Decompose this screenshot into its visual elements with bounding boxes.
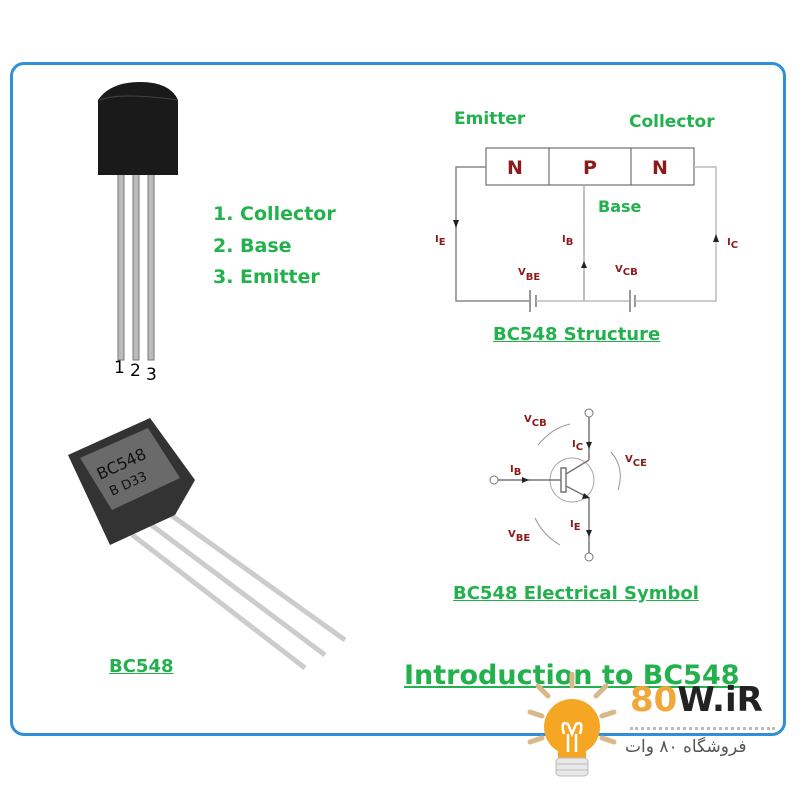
collector-label: Collector bbox=[629, 112, 715, 132]
region-n-collector: N bbox=[652, 157, 668, 179]
svg-text:VBE: VBE bbox=[508, 529, 530, 544]
sym-vbe-sub: BE bbox=[516, 533, 531, 544]
vbe-label: V bbox=[518, 267, 526, 278]
ib-sub: B bbox=[566, 237, 574, 248]
pin-label-collector: 1. Collector bbox=[213, 203, 336, 225]
svg-text:IB: IB bbox=[510, 464, 521, 478]
pin-label-base: 2. Base bbox=[213, 235, 292, 257]
svg-text:VCB: VCB bbox=[524, 414, 547, 429]
ic-sub: C bbox=[731, 240, 738, 251]
content-frame bbox=[10, 62, 786, 736]
sym-vce-sub: CE bbox=[633, 458, 647, 469]
svg-text:IE: IE bbox=[570, 519, 581, 533]
sym-vcb-label: V bbox=[524, 414, 532, 425]
sym-vce-label: V bbox=[625, 454, 633, 465]
sym-ie-sub: E bbox=[574, 522, 581, 533]
sym-ib-label: I bbox=[510, 464, 514, 475]
base-label: Base bbox=[598, 197, 642, 216]
svg-text:IB: IB bbox=[562, 234, 573, 248]
pin-number-1: 1 bbox=[114, 358, 125, 378]
svg-text:VBE: VBE bbox=[518, 267, 540, 283]
ic-label: I bbox=[727, 237, 731, 248]
ie-label: I bbox=[435, 234, 439, 245]
structure-caption: BC548 Structure bbox=[493, 324, 661, 345]
symbol-caption: BC548 Electrical Symbol bbox=[453, 583, 699, 604]
pin-number-2: 2 bbox=[130, 361, 141, 381]
npn-symbol bbox=[489, 408, 621, 562]
structure-diagram: N P N IE IB IC VBE VCB bbox=[435, 147, 738, 312]
brand-divider bbox=[630, 727, 775, 730]
brand-tagline: فروشگاه ۸۰ وات bbox=[625, 737, 747, 757]
transistor-to92-image bbox=[98, 82, 179, 361]
region-p-base: P bbox=[583, 157, 597, 179]
ie-sub: E bbox=[439, 237, 446, 248]
transistor-photo: BC548 B D33 bbox=[68, 418, 347, 670]
lightbulb-icon bbox=[527, 672, 617, 777]
svg-text:IE: IE bbox=[435, 234, 446, 248]
vbe-sub: BE bbox=[526, 272, 541, 283]
sym-ic-label: I bbox=[572, 439, 576, 450]
svg-text:VCE: VCE bbox=[625, 454, 647, 469]
region-n-emitter: N bbox=[507, 157, 523, 179]
svg-text:VCB: VCB bbox=[615, 264, 638, 278]
sym-ic-sub: C bbox=[576, 442, 583, 453]
ib-label: I bbox=[562, 234, 566, 245]
pin-number-3: 3 bbox=[146, 365, 157, 385]
vcb-label: V bbox=[615, 264, 623, 275]
sym-vbe-label: V bbox=[508, 529, 516, 540]
watermark-logo: 80W.iR فروشگاه ۸۰ وات bbox=[520, 672, 780, 792]
brand-wir: W.iR bbox=[677, 680, 763, 720]
svg-text:IC: IC bbox=[572, 439, 583, 453]
sym-ie-label: I bbox=[570, 519, 574, 530]
vcb-sub: CB bbox=[623, 267, 638, 278]
sym-ib-sub: B bbox=[514, 467, 522, 478]
svg-text:IC: IC bbox=[727, 237, 738, 251]
sym-vcb-sub: CB bbox=[532, 418, 547, 429]
emitter-label: Emitter bbox=[454, 109, 526, 129]
package-caption: BC548 bbox=[109, 656, 174, 677]
brand-80: 80 bbox=[630, 680, 678, 720]
pin-label-emitter: 3. Emitter bbox=[213, 266, 320, 288]
